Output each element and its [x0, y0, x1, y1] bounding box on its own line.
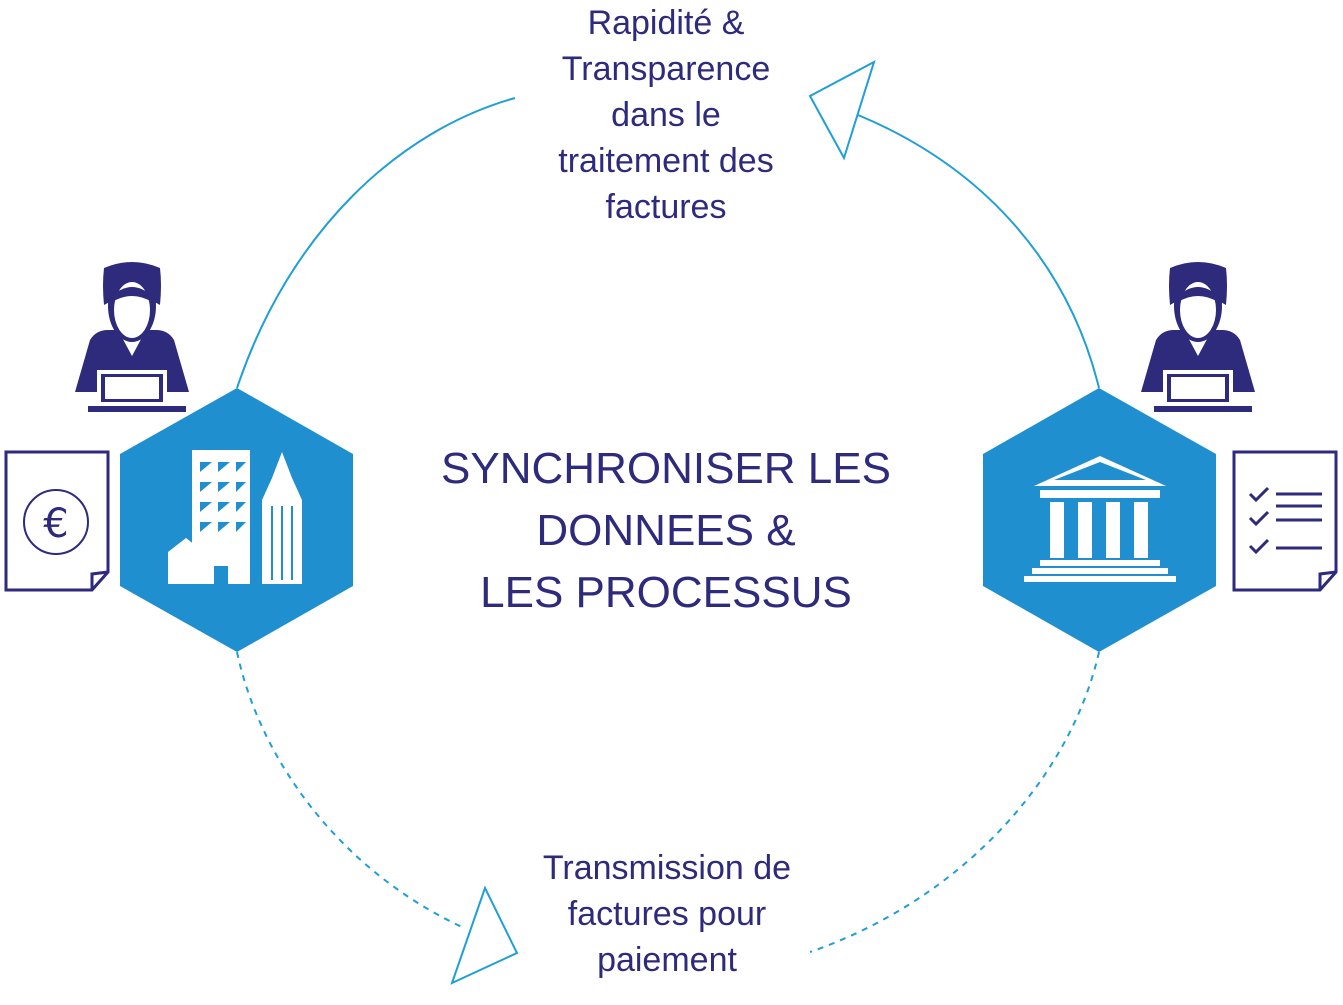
- center-title-line: DONNEES &: [536, 506, 796, 555]
- person-laptop-icon-right: [1141, 262, 1255, 412]
- center-title-line: SYNCHRONISER LES: [441, 444, 891, 493]
- top-label-line: Rapidité &: [587, 4, 745, 42]
- bottom-label-line: factures pour: [567, 895, 767, 933]
- euro-symbol: €: [43, 501, 68, 547]
- arc-bottom-left: [236, 651, 463, 928]
- arc-bottom-right: [809, 651, 1100, 953]
- arrowhead-top: [808, 59, 876, 161]
- top-label: Rapidité & Transparence dans le traiteme…: [466, 0, 866, 230]
- bank-building-icon: [1024, 456, 1176, 582]
- right-hexagon: [983, 388, 1216, 652]
- top-label-line: traitement des: [558, 142, 774, 180]
- checklist-document-icon: [1232, 450, 1338, 592]
- top-label-line: factures: [605, 188, 727, 226]
- bottom-label-line: Transmission de: [542, 849, 792, 887]
- euro-invoice-icon: €: [4, 450, 110, 592]
- top-label-line: Transparence: [561, 50, 771, 88]
- top-label-line: dans le: [611, 96, 721, 134]
- center-title-line: LES PROCESSUS: [480, 568, 852, 617]
- right-node: [983, 262, 1338, 652]
- arc-top-right: [857, 114, 1100, 389]
- center-title: SYNCHRONISER LES DONNEES & LES PROCESSUS: [366, 438, 966, 624]
- left-node: €: [4, 262, 353, 652]
- arc-top-left: [236, 97, 516, 389]
- person-laptop-icon-left: [75, 262, 189, 412]
- bottom-label: Transmission de factures pour paiement: [467, 845, 867, 983]
- office-buildings-icon: [168, 450, 302, 584]
- arrowhead-bottom: [450, 885, 519, 985]
- bottom-label-line: paiement: [597, 941, 737, 979]
